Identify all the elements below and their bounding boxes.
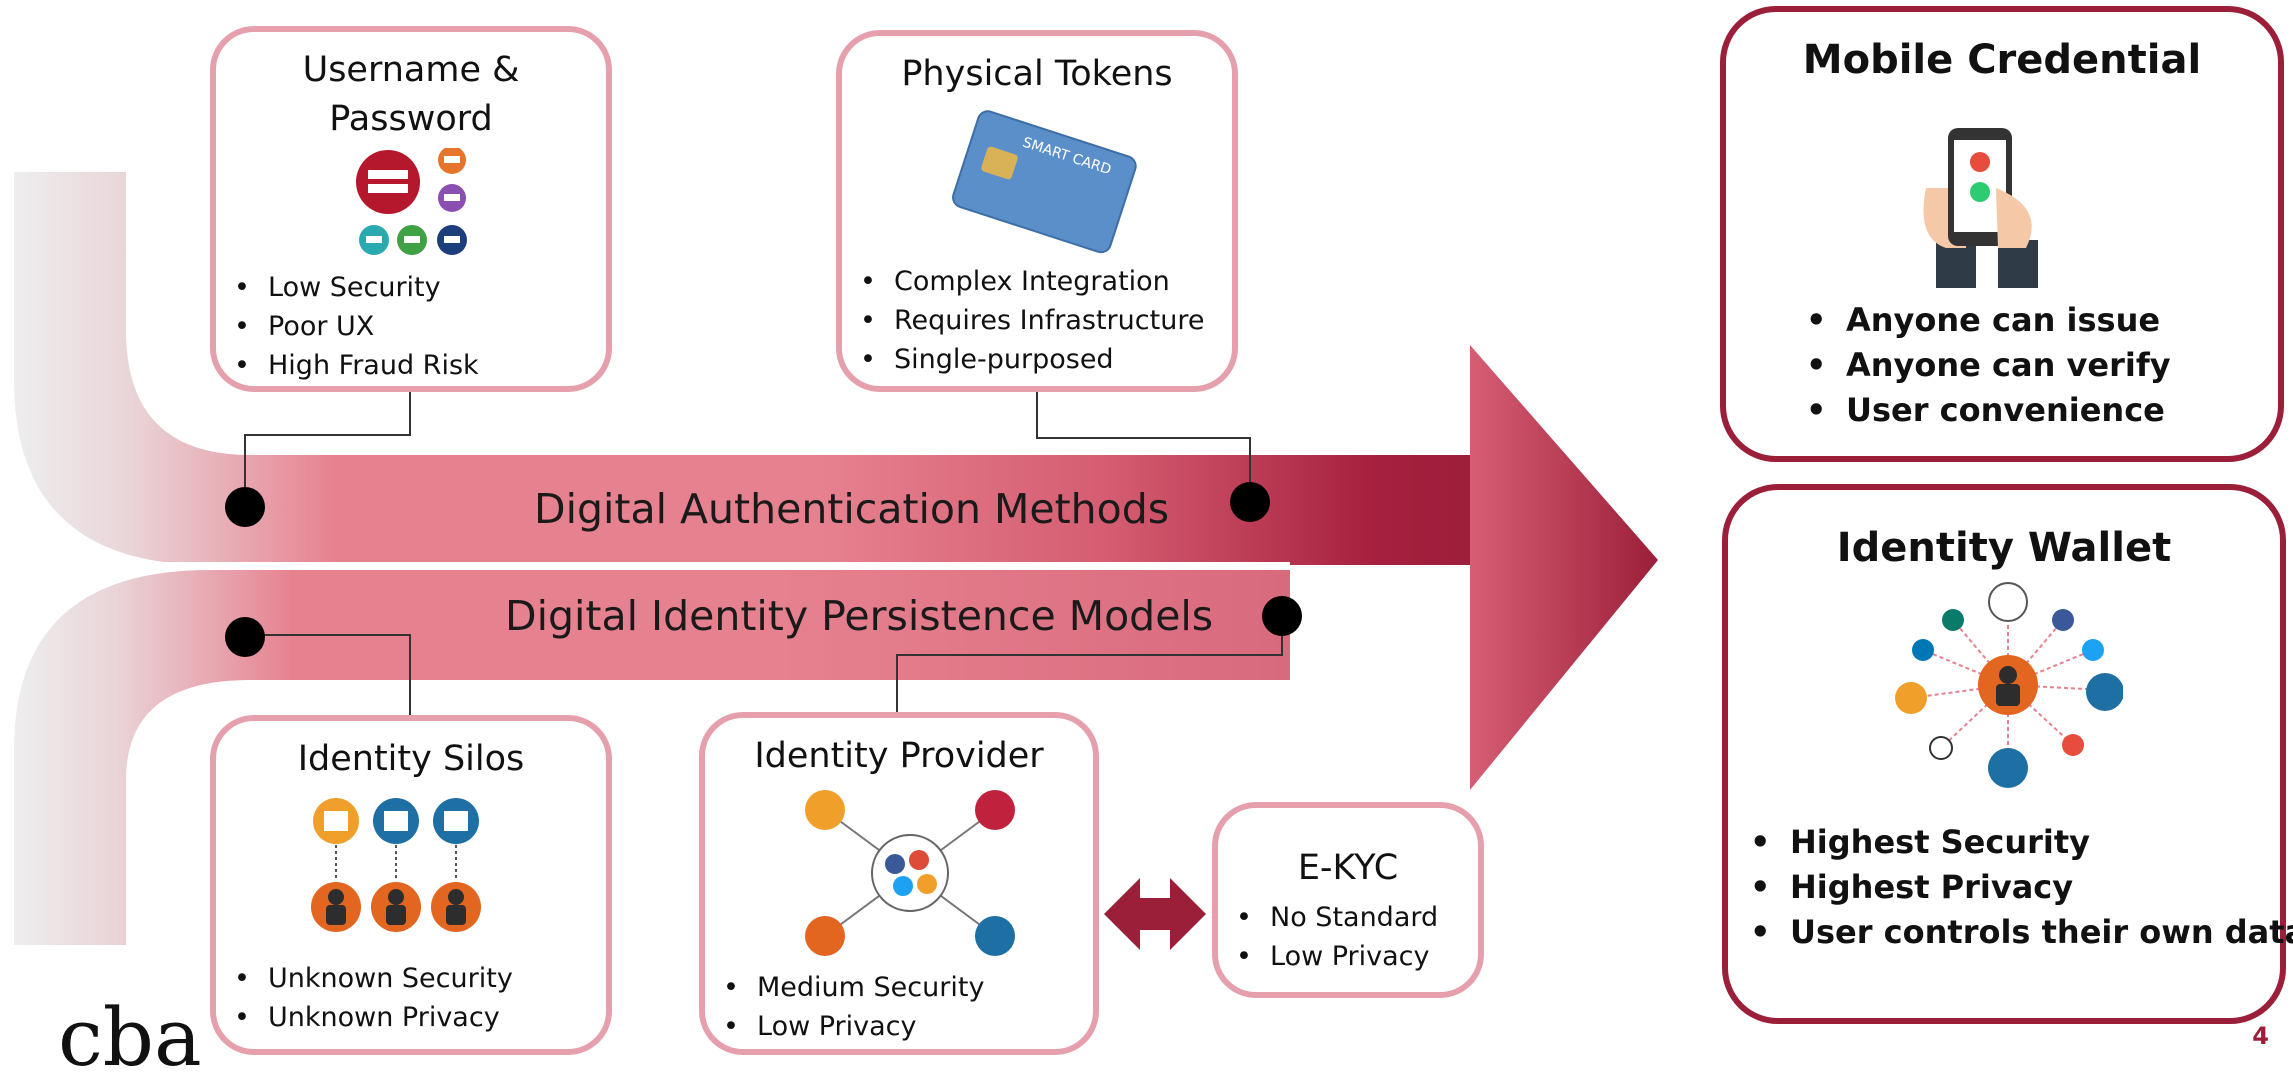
connector-dot — [1230, 482, 1270, 522]
bullet-list: No Standard Low Privacy — [1234, 898, 1438, 976]
bullet-list: Anyone can issue Anyone can verify User … — [1804, 298, 2171, 433]
card-title: Mobile Credential — [1802, 37, 2202, 83]
bullet-item: Complex Integration — [858, 262, 1204, 301]
phone-in-hand-icon — [1923, 128, 2038, 288]
bullet-item: Medium Security — [721, 968, 984, 1007]
card-title: Identity Wallet — [1836, 525, 2172, 571]
card-title: Physical Tokens — [901, 54, 1173, 94]
bullet-item: Anyone can verify — [1804, 343, 2171, 388]
connector-dot — [225, 487, 265, 527]
persistence-band — [14, 570, 1290, 945]
bullet-item: Low Privacy — [721, 1007, 984, 1046]
identity-provider-hub-icon — [805, 790, 1015, 956]
smart-card-icon: SMART CARD — [952, 110, 1137, 254]
bullet-item: Poor UX — [232, 307, 479, 346]
bullet-item: User controls their own data — [1748, 910, 2293, 955]
double-arrow-icon — [1104, 878, 1206, 950]
bullet-item: User convenience — [1804, 388, 2171, 433]
bullet-item: Highest Privacy — [1748, 865, 2293, 910]
identity-wallet-card: Identity Wallet Highest Security Highest… — [1722, 484, 2293, 1024]
username-password-card: Username & Password Low Security Poor UX… — [210, 26, 612, 392]
bullet-item: Unknown Security — [232, 959, 513, 998]
bullet-list: Unknown Security Unknown Privacy — [232, 959, 513, 1037]
card-title: E-KYC — [1297, 848, 1399, 888]
page-number: 4 — [2252, 1022, 2269, 1050]
identity-provider-card: Identity Provider Medium Security Low Pr… — [699, 712, 1099, 1055]
bullet-item: Anyone can issue — [1804, 298, 2171, 343]
identity-silos-card: Identity Silos Unknown Security Unknown … — [210, 715, 612, 1055]
connector-dot — [225, 617, 265, 657]
bullet-item: Low Security — [232, 268, 479, 307]
logo: cba — [58, 991, 202, 1084]
bullet-item: Unknown Privacy — [232, 998, 513, 1037]
card-title: Identity Silos — [297, 739, 525, 779]
bullet-item: High Fraud Risk — [232, 346, 479, 385]
password-forms-icon — [356, 148, 467, 255]
persistence-band-label: Digital Identity Persistence Models — [505, 592, 1214, 640]
bullet-list: Medium Security Low Privacy — [721, 968, 984, 1046]
mobile-credential-card: Mobile Credential Anyone can issue Anyon… — [1720, 6, 2284, 462]
connector-dot — [1262, 596, 1302, 636]
bullet-list: Complex Integration Requires Infrastruct… — [858, 262, 1204, 379]
silos-icon — [311, 798, 481, 932]
bullet-item: Low Privacy — [1234, 937, 1438, 976]
bullet-list: Low Security Poor UX High Fraud Risk — [232, 268, 479, 385]
card-title: Username & Password — [216, 46, 606, 144]
flow-arrowhead — [1470, 345, 1658, 790]
bullet-list: Highest Security Highest Privacy User co… — [1748, 820, 2293, 955]
physical-tokens-card: Physical Tokens SMART CARD Complex Integ… — [836, 30, 1238, 392]
bullet-item: Requires Infrastructure — [858, 301, 1204, 340]
flow-diagram — [14, 172, 1658, 950]
authentication-band-label: Digital Authentication Methods — [534, 485, 1170, 533]
title-line: Username & — [302, 50, 520, 90]
title-line: Password — [329, 99, 493, 139]
identity-wallet-network-icon — [1895, 582, 2123, 788]
authentication-band — [14, 172, 1480, 565]
bullet-item: Highest Security — [1748, 820, 2293, 865]
card-title: Identity Provider — [754, 736, 1044, 776]
bullet-item: No Standard — [1234, 898, 1438, 937]
bullet-item: Single-purposed — [858, 340, 1204, 379]
ekyc-card: E-KYC No Standard Low Privacy — [1212, 802, 1484, 998]
